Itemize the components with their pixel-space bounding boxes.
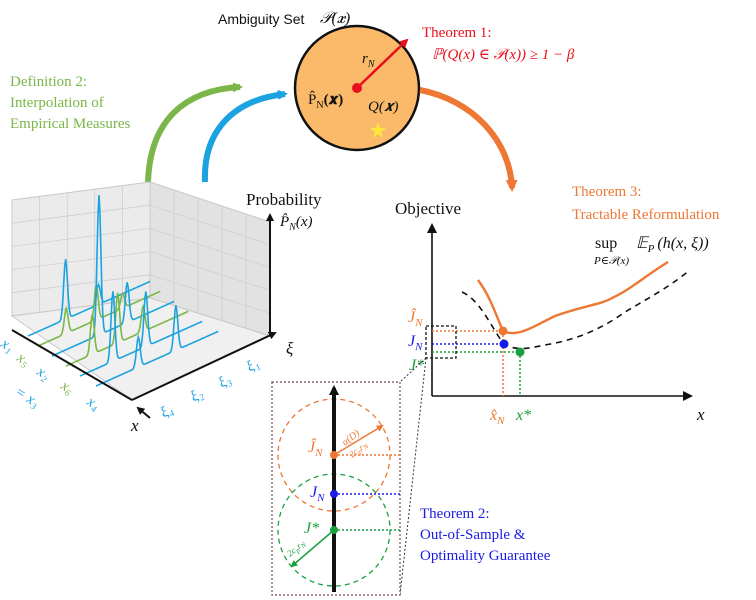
zoom-jhat-label: ĴN <box>308 437 323 459</box>
objective-plot: Objective x Theorem 3: Tractable Reformu… <box>395 184 720 427</box>
zoom-jstar-label: J* <box>304 520 319 537</box>
zoom-jn-point <box>330 490 338 498</box>
sup-operator: sup <box>595 235 617 252</box>
zoom-connector-top <box>399 357 427 383</box>
radius-arrow <box>356 38 409 89</box>
star-icon <box>370 122 386 138</box>
x-axis-label-3d: x <box>130 416 139 435</box>
x-axis-3d-arrow <box>136 406 151 419</box>
probability-curve <box>27 259 151 337</box>
objective-x-label: x <box>696 405 705 424</box>
theorem2-line3: Optimality Guarantee <box>420 548 551 564</box>
probability-peaks <box>27 194 219 387</box>
definition2-title: Definition 2: <box>10 74 87 90</box>
x-tick-label: x₂ <box>33 363 52 383</box>
x-tick-label: x₄ <box>83 393 102 413</box>
theorem2-line2: Out-of-Sample & <box>420 527 526 543</box>
definition2-line3: Empirical Measures <box>10 116 131 132</box>
probability-symbol: P̂N(x) <box>279 214 313 233</box>
grid-line <box>11 204 151 224</box>
grid-line <box>149 204 271 246</box>
jn-label: JN <box>408 333 423 353</box>
xi-axis-label: ξ <box>286 339 294 358</box>
ambiguity-set-symbol: 𝒫(𝒙) <box>320 10 350 27</box>
probability-curve <box>95 305 219 387</box>
xi-axis <box>131 331 277 401</box>
probability-curve <box>79 291 203 377</box>
expectation-expression: 𝔼P(h(x, ξ)) <box>636 235 709 255</box>
jhat-label: ĴN <box>408 307 423 329</box>
xi-tick-label: ξ₃ <box>216 372 234 392</box>
x-tick-label: x₆ <box>57 377 76 397</box>
zoom-jhat-point <box>330 451 338 459</box>
theorem3-title: Theorem 3: <box>572 184 642 200</box>
zoom-jn-label: JN <box>310 484 325 504</box>
zoom-inset: ĴN JN J* α(D) 2cprN 2cprN <box>271 381 401 596</box>
zoom-box <box>425 325 457 359</box>
grid-line <box>149 228 271 268</box>
grid-line <box>149 251 271 291</box>
jhat-point <box>498 326 508 336</box>
grid-line <box>149 274 271 314</box>
xstar-label: x* <box>515 407 531 424</box>
xi-tick-label: ξ₁ <box>244 356 262 376</box>
orange-curved-arrow <box>419 87 518 192</box>
x-axis-3d <box>11 329 133 401</box>
zoom-radius-orange <box>333 424 384 456</box>
ambiguity-set-title: Ambiguity Set <box>218 11 304 27</box>
dro-objective-curve <box>477 260 669 335</box>
radius-label: rN <box>362 51 376 70</box>
probability-curve <box>37 284 161 347</box>
x-tick-label: x₁ <box>0 335 16 355</box>
probability-curve <box>51 194 175 357</box>
center-label: P̂N(𝒙) <box>308 91 343 111</box>
center-dot <box>352 83 362 93</box>
grid-line <box>11 274 151 294</box>
xhat-label: x̂N <box>489 407 505 427</box>
xi-tick-label: ξ₂ <box>188 386 206 406</box>
theorem1-title: Theorem 1: <box>422 25 492 41</box>
green-curved-arrow <box>145 82 243 183</box>
zoom-2cp-top-label: 2cprN <box>347 439 371 461</box>
probability-title: Probability <box>246 190 322 209</box>
zoom-radius-green <box>290 529 335 568</box>
probability-3d-plot: Probability P̂N(x) ξ x ξ₁ ξ₃ ξ₂ ξ₄ x₁x₅x₂x₆… <box>0 181 322 435</box>
grid-line <box>11 228 151 247</box>
sup-subscript: P∈𝒫(x) <box>593 255 629 267</box>
true-distribution-label: Q(𝒙) <box>368 99 398 115</box>
jn-point <box>499 339 509 349</box>
theorem2-title: Theorem 2: <box>420 506 490 522</box>
zoom-jstar-point <box>330 526 338 534</box>
x-tick-label: = x₃ <box>12 384 42 411</box>
theorem1-formula: ℙ(Q(x) ∈ 𝒫(x)) ≥ 1 − β <box>432 47 575 63</box>
ambiguity-set-group: Ambiguity Set 𝒫(𝒙) rN P̂N(𝒙) Q(𝒙) <box>218 10 421 152</box>
grid-line <box>11 251 151 270</box>
x-tick-label: x₅ <box>13 349 32 369</box>
true-objective-curve <box>461 269 691 350</box>
xi-tick-label: ξ₄ <box>158 402 176 422</box>
jstar-label: J* <box>409 357 424 374</box>
pane-grid <box>11 185 271 329</box>
definition2-line2: Interpolation of <box>10 95 104 111</box>
theorem3-line2: Tractable Reformulation <box>572 207 720 223</box>
jstar-point <box>515 347 525 357</box>
cyan-curved-arrow <box>201 89 288 183</box>
objective-axis-label: Objective <box>395 199 461 218</box>
zoom-2cp-bottom-label: 2cprN <box>285 538 308 560</box>
probability-curve <box>65 292 189 367</box>
